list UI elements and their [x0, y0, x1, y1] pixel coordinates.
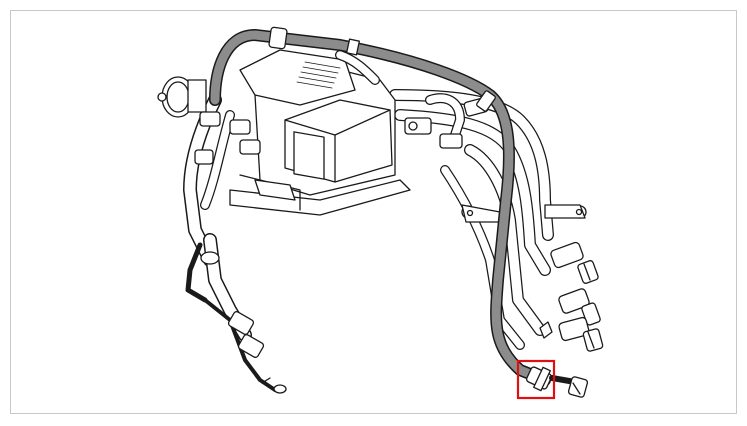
heater-grille: [296, 61, 341, 89]
clip-right-bracket: [544, 204, 587, 219]
connector-lower-right: [558, 316, 604, 352]
connector-upper-right: [550, 241, 599, 284]
clip-left-bracket: [461, 204, 501, 223]
left-fittings: [194, 111, 261, 165]
hose-end-connector: [525, 366, 589, 398]
highlighted-hose: [209, 26, 551, 386]
auxiliary-heater-unit: [229, 49, 411, 216]
heater-outlet-fittings: [335, 50, 489, 149]
left-hose-assembly: [157, 76, 287, 394]
connector-left-lower: [200, 251, 265, 358]
connector-left-top: [157, 76, 207, 118]
red-callout-box: [516, 359, 556, 400]
